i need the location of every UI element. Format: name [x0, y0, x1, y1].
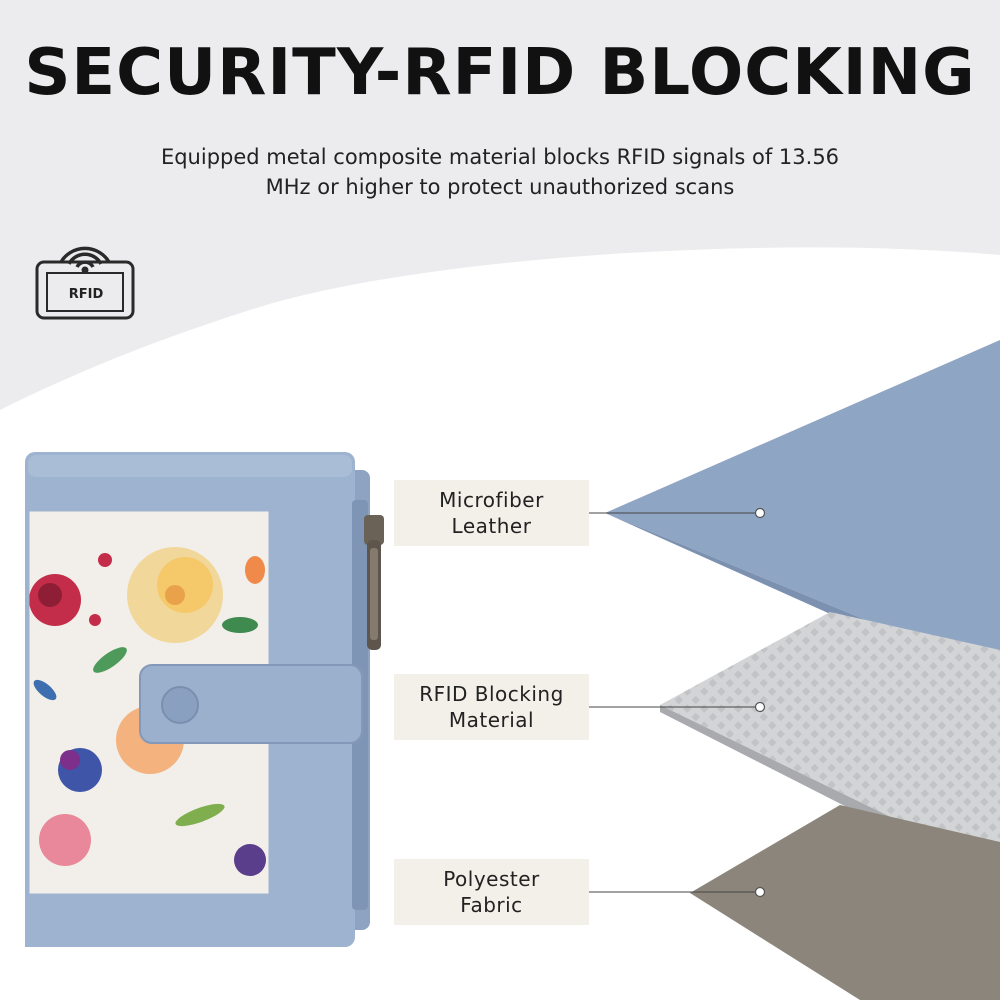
label-line: RFID Blocking: [419, 682, 564, 706]
floral-wallet-image: [25, 452, 384, 947]
layer-rfid-blocking-material: [660, 612, 1000, 870]
layer-microfiber-leather: [605, 340, 1000, 675]
label-line: Leather: [451, 514, 532, 538]
label-line: Fabric: [460, 893, 523, 917]
label-line: Microfiber: [439, 488, 544, 512]
header-band: [0, 0, 1000, 410]
connector-dot-2: [754, 701, 766, 713]
label-line: Material: [448, 708, 535, 732]
layer-polyester-fabric: [690, 805, 1000, 1000]
label-microfiber-leather: Microfiber Leather: [394, 480, 589, 546]
connector-dot-3: [754, 886, 766, 898]
connector-dot-1: [754, 507, 766, 519]
subtitle-line-1: Equipped metal composite material blocks…: [160, 145, 840, 169]
headline: SECURITY-RFID BLOCKING: [24, 36, 976, 110]
rfid-signal-icon: [35, 246, 135, 320]
rfid-badge-label: RFID: [68, 287, 104, 302]
label-rfid-blocking-material: RFID Blocking Material: [394, 674, 589, 740]
label-line: Polyester: [443, 867, 540, 891]
subtitle-line-2: MHz or higher to protect unauthorized sc…: [265, 175, 735, 199]
label-polyester-fabric: Polyester Fabric: [394, 859, 589, 925]
subtitle: Equipped metal composite material blocks…: [120, 142, 880, 202]
